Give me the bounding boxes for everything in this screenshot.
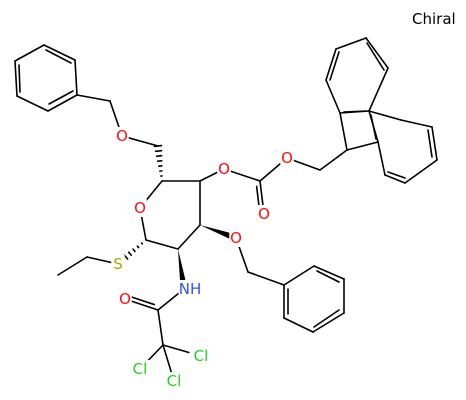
hashed-wedge-bond	[123, 254, 129, 260]
bond	[14, 60, 18, 97]
atom-label-background	[162, 372, 186, 390]
bond	[57, 256, 88, 276]
atom-label-cl-2: Cl	[133, 360, 148, 378]
atom-label-background	[217, 160, 231, 178]
hashed-wedge-bond	[140, 242, 144, 245]
ring-bond	[177, 224, 201, 250]
bond	[368, 110, 402, 121]
atom-label-background	[111, 255, 125, 273]
bond	[319, 149, 348, 171]
bond-layer	[14, 37, 438, 382]
aromatic-bond	[48, 90, 74, 105]
hashed-wedge-bond	[132, 248, 136, 253]
hashed-wedge-bond	[136, 245, 140, 249]
hashed-wedge-bond	[154, 149, 163, 153]
bond	[157, 309, 164, 346]
hashed-wedge-bond	[153, 144, 163, 148]
bond	[325, 79, 341, 114]
bond	[404, 159, 438, 184]
bond	[377, 141, 386, 176]
atom-label-o-benzyl-ether-c3: O	[230, 229, 242, 247]
bond	[431, 126, 438, 161]
atom-label-background	[118, 290, 132, 308]
atom-label-background	[178, 280, 202, 298]
atom-label-s-thioether: S	[113, 255, 123, 273]
aromatic-bond	[313, 309, 340, 328]
bond	[47, 94, 78, 112]
bond	[339, 112, 348, 151]
bond	[365, 37, 389, 69]
bond	[14, 44, 45, 62]
bond	[312, 312, 345, 333]
atom-label-background	[115, 127, 129, 145]
atom-label-cl-3: Cl	[167, 372, 182, 390]
aromatic-bond	[45, 49, 72, 64]
bond	[43, 44, 76, 61]
amide-double-bond-inner	[130, 296, 156, 306]
atom-label-background	[128, 360, 152, 378]
bond	[384, 174, 406, 184]
bond	[346, 141, 379, 151]
bond	[325, 48, 337, 81]
aromatic-bond	[366, 42, 385, 71]
ring-bond	[145, 239, 179, 250]
bond	[400, 119, 433, 128]
aromatic-bond	[329, 51, 340, 81]
bond	[16, 95, 49, 112]
aromatic-bond	[387, 171, 406, 179]
wedge-bond	[178, 249, 188, 290]
bond	[283, 265, 315, 286]
hashed-wedge-bond	[155, 154, 163, 158]
bond	[368, 67, 389, 112]
atom-label-o-benzyl-ether-top: O	[116, 127, 128, 145]
aromatic-bond	[370, 114, 377, 140]
atom-label-n-amide: NH	[179, 280, 202, 298]
chiral-label: Chiral	[412, 10, 456, 28]
hashed-wedge-bond	[127, 251, 133, 257]
atom-label-background	[229, 229, 243, 247]
atom-label-o-carbonate-alkyl: O	[281, 149, 293, 167]
atom-label-o-ring: O	[134, 199, 146, 217]
bond	[76, 94, 111, 102]
bond	[283, 317, 314, 333]
bond	[74, 59, 78, 96]
atom-label-o-carbonyl-carbonate: O	[258, 205, 270, 223]
wedge-bond	[200, 225, 238, 242]
aromatic-bond	[343, 110, 367, 113]
atom-label-background	[189, 347, 213, 365]
aromatic-bond	[427, 129, 433, 158]
bond	[335, 37, 367, 50]
atom-label-background	[257, 205, 271, 223]
atom-label-cl-1: Cl	[194, 347, 209, 365]
atom-label-background	[280, 149, 294, 167]
atom-label-o-carbonate-ester: O	[218, 160, 230, 178]
aromatic-bond	[18, 64, 21, 93]
bond	[247, 271, 285, 286]
atom-label-o-amide-carbonyl: O	[119, 290, 131, 308]
aromatic-bond	[316, 270, 340, 283]
bond	[313, 265, 345, 280]
atom-label-background	[133, 199, 147, 217]
